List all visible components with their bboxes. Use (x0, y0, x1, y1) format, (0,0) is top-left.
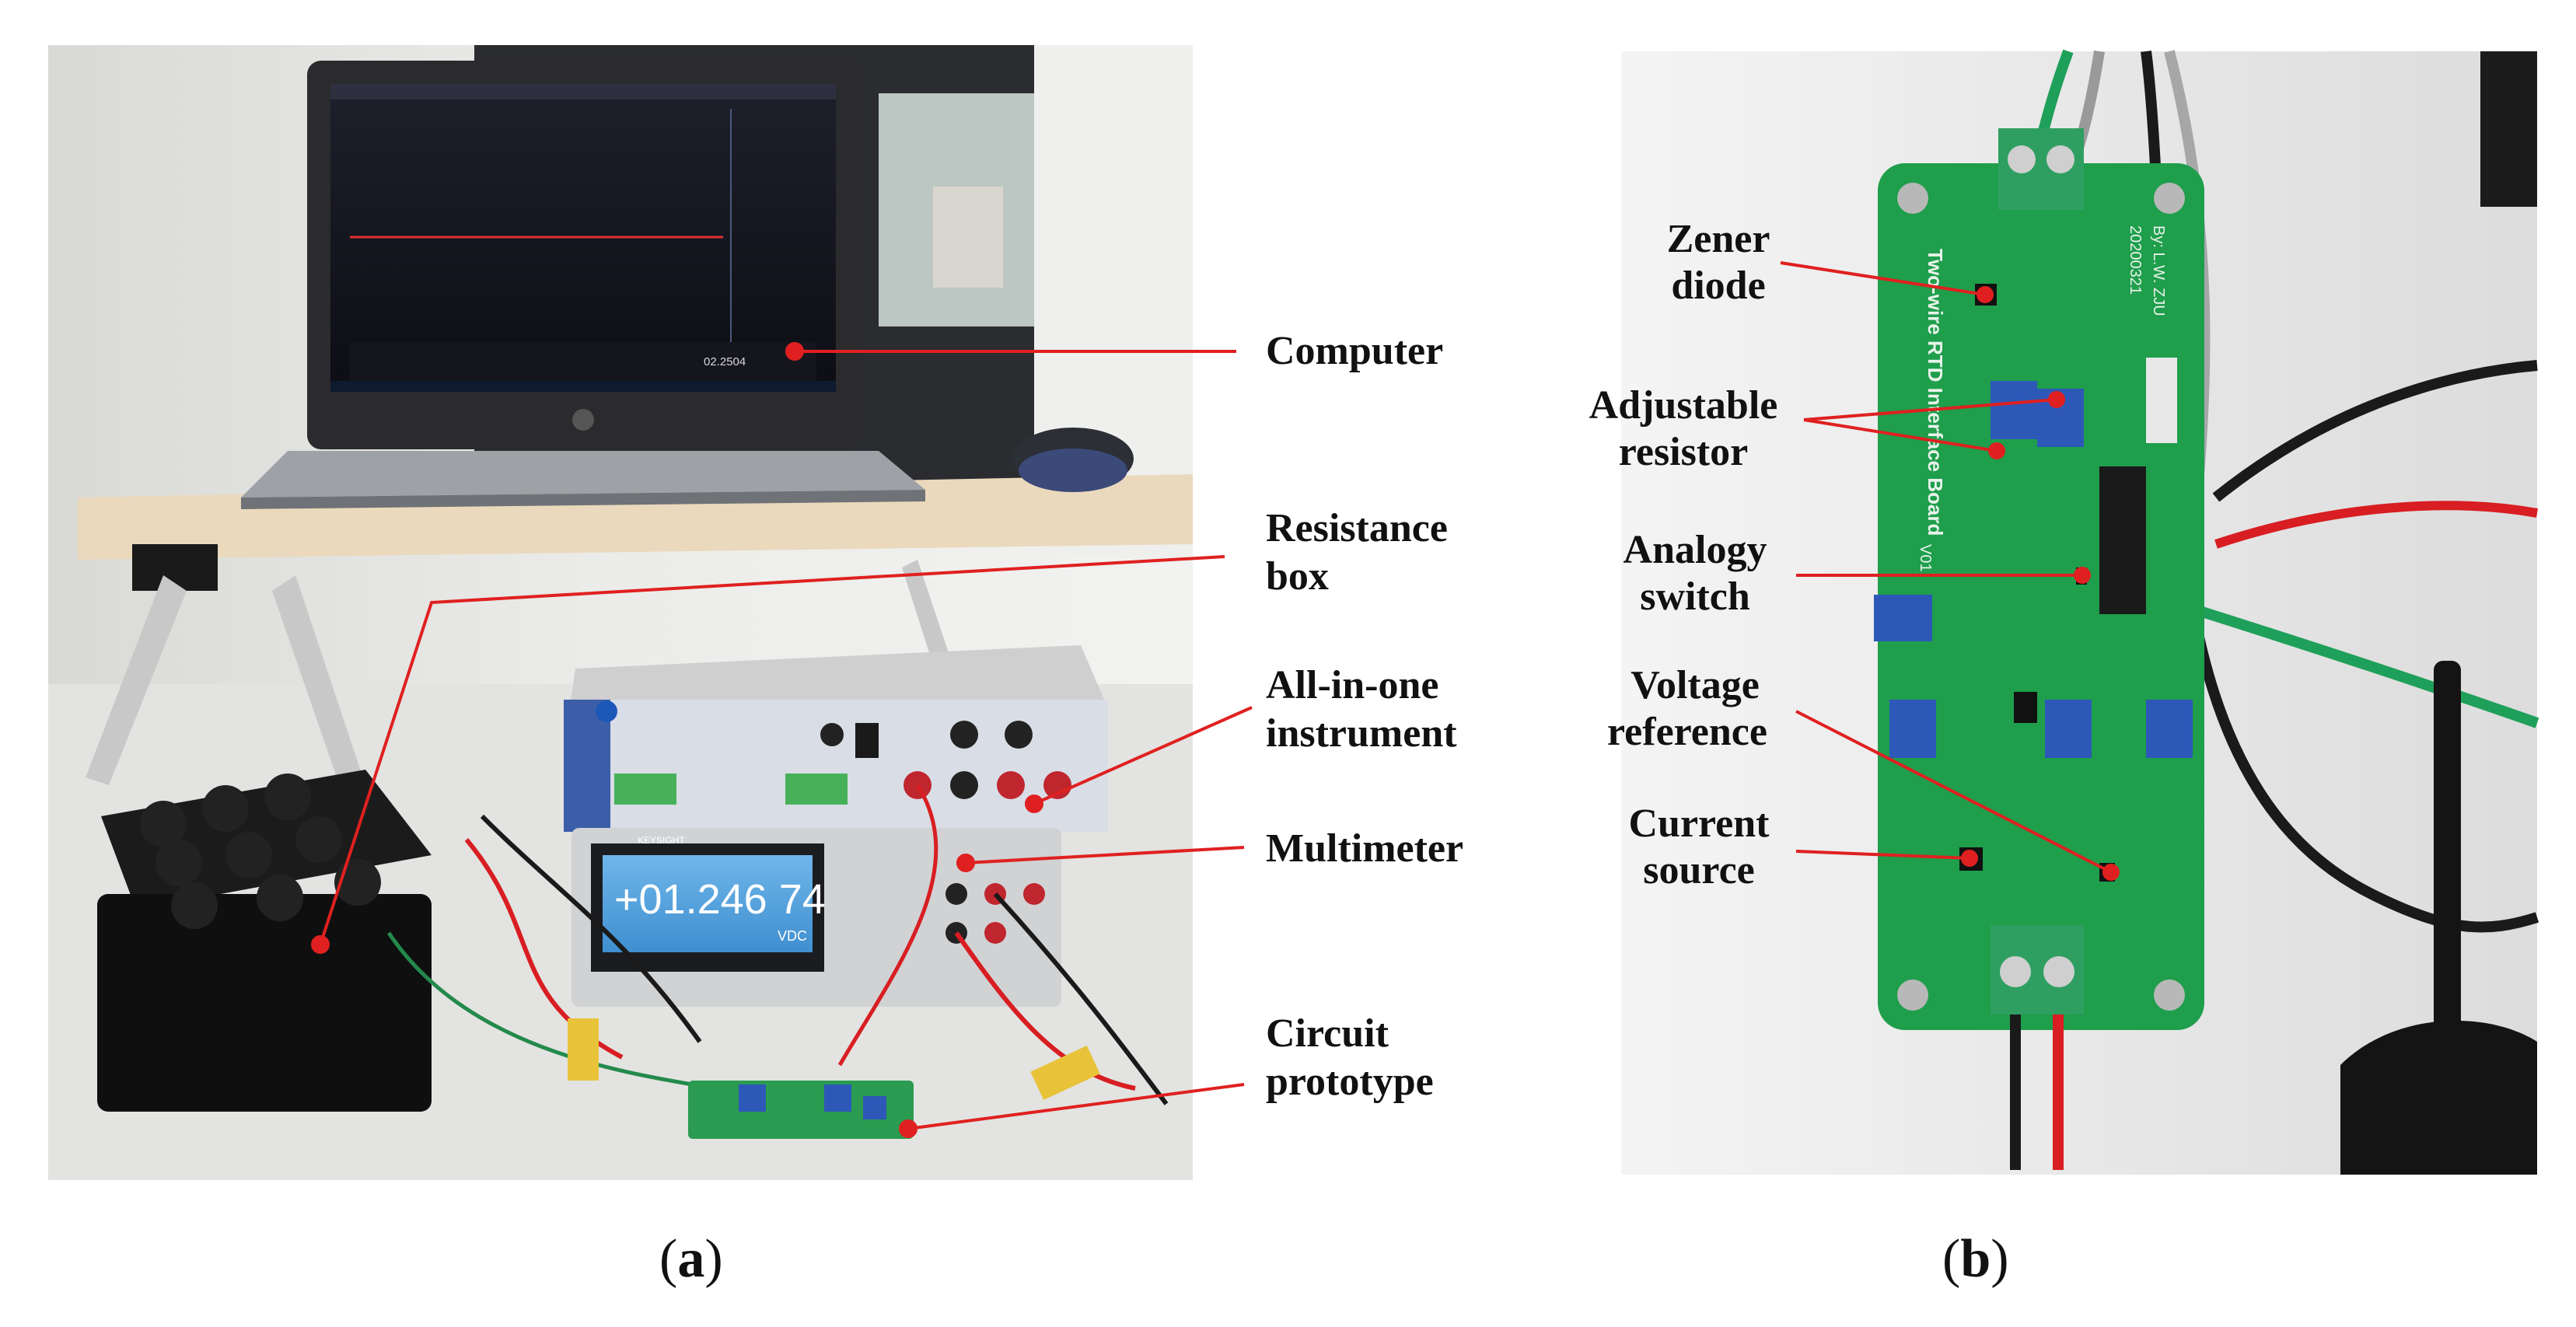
circuit-prototype (688, 1081, 914, 1139)
label-current-line1: Current (1628, 801, 1770, 846)
leader-lines-a (311, 342, 1253, 1138)
label-voltage-line1: Voltage (1631, 663, 1760, 707)
multimeter-display: +01.246 74 (614, 876, 826, 923)
label-analogy-line2: switch (1640, 574, 1750, 619)
resistance-box (97, 770, 432, 1112)
board-date: 20200321 (2127, 225, 2144, 295)
label-voltage-line2: reference (1607, 710, 1767, 754)
label-all-in-one-line1: All-in-one (1266, 663, 1439, 707)
caption-a: (a) (659, 1229, 723, 1289)
screen-readout: 02.2504 (704, 355, 746, 368)
all-in-one-instrument (564, 645, 1108, 832)
label-zener-line2: diode (1671, 264, 1766, 308)
label-circuit-line2: prototype (1266, 1060, 1434, 1104)
label-all-in-one-line2: instrument (1266, 711, 1457, 756)
label-analogy-line1: Analogy (1623, 528, 1767, 572)
label-resistance-box-line2: box (1266, 554, 1329, 599)
laptop: 02.2504 (241, 61, 925, 509)
panel-b-photo: Two-wire RTD Interface Board V01 By: L.W… (1621, 49, 2539, 1175)
label-adjustable-line1: Adjustable (1589, 383, 1778, 428)
board-version: V01 (1917, 544, 1934, 572)
multimeter-unit: VDC (778, 928, 807, 944)
multimeter: +01.246 74 VDC KEYSIGHT (571, 828, 1061, 1007)
label-adjustable-line2: resistor (1618, 430, 1749, 474)
board-title: Two-wire RTD Interface Board (1924, 249, 1947, 536)
label-resistance-box-line1: Resistance (1266, 506, 1448, 550)
board-author: By: L.W. ZJU (2150, 225, 2167, 316)
label-zener-line1: Zener (1666, 217, 1770, 261)
multimeter-brand: KEYSIGHT (638, 835, 685, 846)
leader-lines-b (1780, 261, 2120, 881)
label-current-line2: source (1643, 848, 1755, 892)
label-computer: Computer (1266, 329, 1444, 373)
panel-a-photo: 02.2504 (48, 45, 1193, 1180)
caption-b: (b) (1942, 1229, 2009, 1289)
label-circuit-line1: Circuit (1266, 1011, 1389, 1056)
pcb-board: Two-wire RTD Interface Board V01 By: L.W… (1874, 128, 2204, 1170)
label-multimeter: Multimeter (1266, 826, 1464, 871)
